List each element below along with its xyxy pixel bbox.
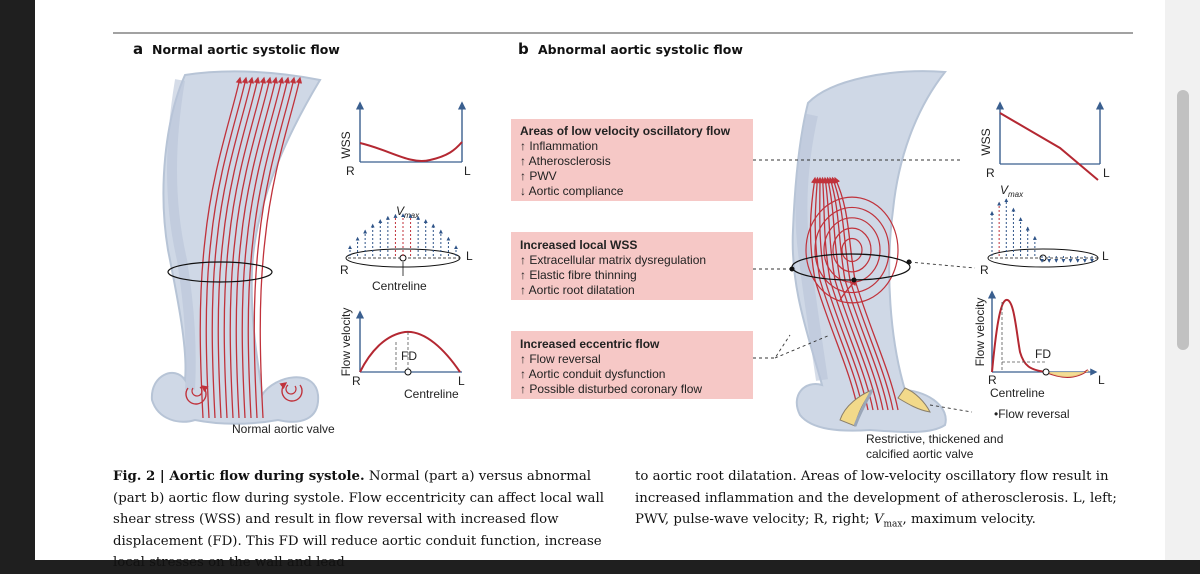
flow-streamline bbox=[199, 76, 243, 419]
panel-b-info-boxes bbox=[511, 119, 753, 399]
box-item: ↑ Flow reversal bbox=[520, 352, 601, 366]
panel-b-wss-chart: WSS R L bbox=[979, 101, 1110, 181]
panel-b-vmax-label: Vmax bbox=[1000, 183, 1024, 199]
panel-b-wss-l: L bbox=[1103, 166, 1110, 180]
vortex-ring bbox=[832, 227, 872, 273]
caption-right-text-1: to aortic root dilatation. Areas of low-… bbox=[635, 469, 1117, 527]
box-title: Increased eccentric flow bbox=[520, 337, 660, 351]
panel-a-valve-label: Normal aortic valve bbox=[232, 422, 335, 436]
box-low-velocity bbox=[511, 119, 753, 201]
panel-b-vprofile-l: L bbox=[1102, 249, 1109, 263]
box-item: ↑ PWV bbox=[520, 169, 557, 183]
panel-a-velocity-profile: Vmax R L Centreline bbox=[340, 204, 473, 293]
panel-a-vmax-label: Vmax bbox=[396, 204, 420, 220]
flow-streamline bbox=[205, 76, 249, 419]
panel-a-cross-section bbox=[167, 261, 273, 283]
scrollbar-thumb[interactable] bbox=[1177, 90, 1189, 350]
panel-a-vprofile-r: R bbox=[340, 263, 349, 277]
panel-a-fv-r: R bbox=[352, 374, 361, 388]
box-item: ↑ Extracellular matrix dysregulation bbox=[520, 253, 706, 267]
box-item: ↑ Inflammation bbox=[520, 139, 598, 153]
panel-a-wss-r: R bbox=[346, 164, 355, 178]
caption-vmax-sub: max bbox=[883, 519, 903, 530]
panel-b-wss-axis-label: WSS bbox=[979, 128, 993, 155]
box-item: ↓ Aortic compliance bbox=[520, 184, 624, 198]
flow-streamline bbox=[211, 76, 255, 419]
figure-canvas: a Normal aortic systolic flow b Abnormal… bbox=[113, 32, 1133, 461]
panel-b-box-texts: Areas of low velocity oscillatory flow↑ … bbox=[520, 124, 731, 396]
panel-b-fv-l: L bbox=[1098, 373, 1105, 387]
panel-b-leader-lines bbox=[753, 159, 976, 413]
caption-vmax: V bbox=[873, 512, 884, 527]
panel-b-vprofile-r: R bbox=[980, 263, 989, 277]
panel-a-fv-l: L bbox=[458, 374, 465, 388]
box-item: ↑ Aortic conduit dysfunction bbox=[520, 367, 665, 381]
vortex-ring bbox=[814, 206, 890, 294]
box-item: ↑ Atherosclerosis bbox=[520, 154, 611, 168]
panel-b-valve-label-1: Restrictive, thickened and bbox=[866, 432, 1003, 446]
box-item: ↑ Elastic fibre thinning bbox=[520, 268, 637, 282]
panel-a-flow-velocity-chart: FD Flow velocity R L Centreline bbox=[339, 308, 465, 401]
flow-streamline bbox=[235, 76, 279, 419]
panel-b-valve-label-2: calcified aortic valve bbox=[866, 447, 974, 461]
box-item: ↑ Aortic root dilatation bbox=[520, 283, 635, 297]
vortex-ring bbox=[805, 196, 899, 304]
panel-b-fv-r: R bbox=[988, 373, 997, 387]
panel-a-aorta bbox=[150, 70, 322, 425]
panel-b-velocity-profile: Vmax R L bbox=[980, 183, 1109, 277]
flow-streamline bbox=[247, 76, 291, 419]
panel-b-calcified-valve bbox=[839, 387, 931, 427]
panel-a-flow-velocity-axis-label: Flow velocity bbox=[339, 308, 353, 377]
panel-b-cross-section bbox=[789, 253, 912, 283]
panel-a-vprofile-l: L bbox=[466, 249, 473, 263]
flow-streamline bbox=[223, 76, 267, 419]
panel-a-valve-swirls bbox=[185, 382, 303, 405]
flow-streamline bbox=[253, 76, 297, 419]
vortex-ring bbox=[841, 237, 863, 263]
figure-label: Fig. 2 | Aortic flow during systole. bbox=[113, 469, 365, 484]
panel-b-wss-r: R bbox=[986, 166, 995, 180]
box-local-wss bbox=[511, 232, 753, 300]
flow-streamline bbox=[241, 76, 285, 419]
panel-b-aorta bbox=[791, 70, 947, 434]
flow-streamline bbox=[809, 176, 859, 411]
caption-left-text: Normal (part a) versus abnormal (part b)… bbox=[113, 469, 604, 570]
panel-b-flow-velocity-axis-label: Flow velocity bbox=[973, 298, 987, 367]
panel-a-flow-lines bbox=[199, 76, 303, 419]
flow-streamline bbox=[229, 76, 273, 419]
flow-streamline bbox=[813, 176, 864, 411]
box-item: ↑ Possible disturbed coronary flow bbox=[520, 382, 702, 396]
caption-right-text-2: , maximum velocity. bbox=[902, 512, 1036, 527]
box-eccentric-flow bbox=[511, 331, 753, 399]
flow-streamline bbox=[816, 176, 869, 411]
box-title: Areas of low velocity oscillatory flow bbox=[520, 124, 731, 138]
panel-a-wss-l: L bbox=[464, 164, 471, 178]
panel-b-fv-centreline: Centreline bbox=[990, 386, 1045, 400]
panel-a-fv-centreline: Centreline bbox=[404, 387, 459, 401]
panel-a-wss-chart: WSS R L bbox=[339, 101, 471, 178]
panel-b-fd-label: FD bbox=[1035, 347, 1051, 361]
panel-b-title: Abnormal aortic systolic flow bbox=[538, 42, 743, 57]
panel-b-letter: b bbox=[518, 40, 529, 58]
panel-b-flow-reversal-label: •Flow reversal bbox=[994, 407, 1070, 421]
panel-a-centreline-label: Centreline bbox=[372, 279, 427, 293]
box-title: Increased local WSS bbox=[520, 238, 637, 252]
panel-b-flow-velocity-chart: FD Flow velocity R L Centreline •Flow re… bbox=[973, 290, 1105, 421]
panel-a-letter: a bbox=[133, 40, 143, 58]
figure-caption-left: Fig. 2 | Aortic flow during systole. Nor… bbox=[113, 466, 613, 574]
panel-a-fd-label: FD bbox=[401, 349, 417, 363]
flow-streamline bbox=[217, 76, 261, 419]
panel-a-title: Normal aortic systolic flow bbox=[152, 42, 340, 57]
panel-a-wss-axis-label: WSS bbox=[339, 131, 353, 158]
flow-streamline bbox=[259, 76, 303, 419]
figure-caption-right: to aortic root dilatation. Areas of low-… bbox=[635, 466, 1145, 536]
